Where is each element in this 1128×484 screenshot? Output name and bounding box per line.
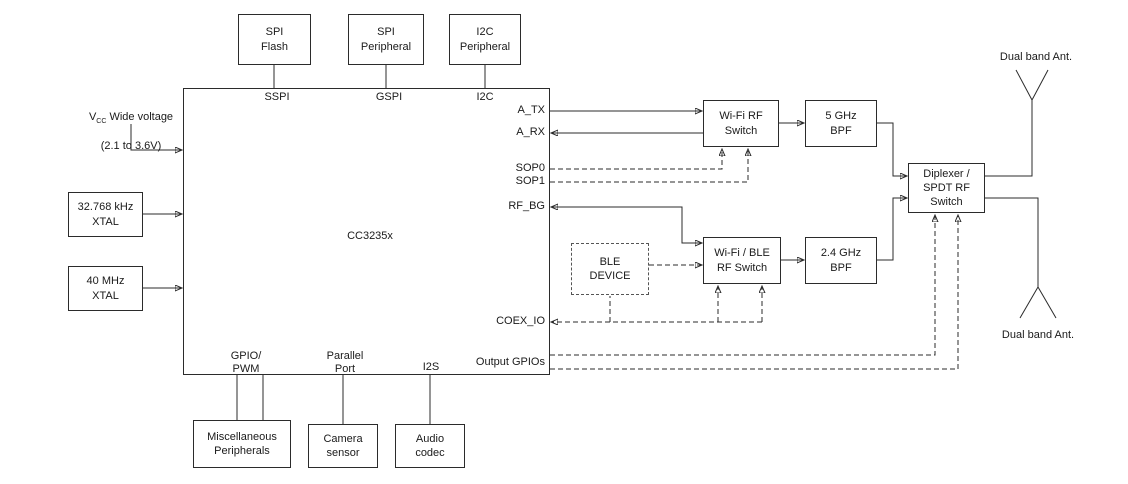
- wire-5ghz-bpf-to-diplexer: [877, 122, 907, 176]
- port-i2c: I2C: [476, 91, 494, 103]
- port-rf-bg: RF_BG: [508, 200, 545, 212]
- port-sop1: SOP1: [515, 175, 545, 187]
- cc3235x-chip: [183, 88, 550, 375]
- wire-output-gpio-2: [550, 215, 958, 370]
- port-parallel-port: Parallel Port: [326, 350, 364, 376]
- vcc-label: VCC Wide voltage (2.1 to 3.6V): [88, 111, 174, 152]
- port-sspi: SSPI: [264, 91, 290, 103]
- i2c-peripheral-block: I2C Peripheral: [449, 14, 521, 65]
- diplexer-block: Diplexer / SPDT RF Switch: [908, 163, 985, 213]
- audio-codec-block: Audio codec: [395, 424, 465, 468]
- port-gpio-pwm: GPIO/ PWM: [230, 350, 262, 376]
- antenna-bottom-icon: [1019, 286, 1057, 319]
- wire-24ghz-bpf-to-diplexer: [877, 198, 907, 261]
- wire-output-gpio-1: [550, 215, 935, 356]
- misc-peripherals-block: Miscellaneous Peripherals: [193, 420, 291, 468]
- wire-sop1: [550, 149, 748, 183]
- wire-vcc: [130, 124, 182, 150]
- bpf-5ghz-block: 5 GHz BPF: [805, 100, 877, 147]
- camera-sensor-block: Camera sensor: [308, 424, 378, 468]
- wire-rf-bg: [551, 207, 702, 243]
- antenna-bottom-label: Dual band Ant.: [1001, 329, 1075, 341]
- xtal-32k-block: 32.768 kHz XTAL: [68, 192, 143, 237]
- bpf-24ghz-block: 2.4 GHz BPF: [805, 237, 877, 284]
- port-output-gpios: Output GPIOs: [475, 356, 545, 368]
- xtal-40m-block: 40 MHz XTAL: [68, 266, 143, 311]
- port-gspi: GSPI: [375, 91, 403, 103]
- port-coex-io: COEX_IO: [496, 315, 545, 327]
- port-i2s: I2S: [422, 361, 440, 373]
- ble-device-block: BLE DEVICE: [571, 243, 649, 295]
- wifi-rf-switch-block: Wi-Fi RF Switch: [703, 100, 779, 147]
- wire-diplexer-to-bottom-antenna: [985, 197, 1039, 287]
- chip-label: CC3235x: [347, 230, 393, 242]
- wire-sop0: [550, 149, 722, 170]
- spi-peripheral-block: SPI Peripheral: [348, 14, 424, 65]
- port-a-rx: A_RX: [516, 126, 545, 138]
- spi-flash-block: SPI Flash: [238, 14, 311, 65]
- antenna-top-label: Dual band Ant.: [999, 51, 1073, 63]
- port-a-tx: A_TX: [517, 104, 545, 116]
- antenna-top-icon: [1015, 69, 1049, 101]
- port-sop0: SOP0: [515, 162, 545, 174]
- wifi-ble-rf-switch-block: Wi-Fi / BLE RF Switch: [703, 237, 781, 284]
- wire-diplexer-to-top-antenna: [985, 100, 1033, 177]
